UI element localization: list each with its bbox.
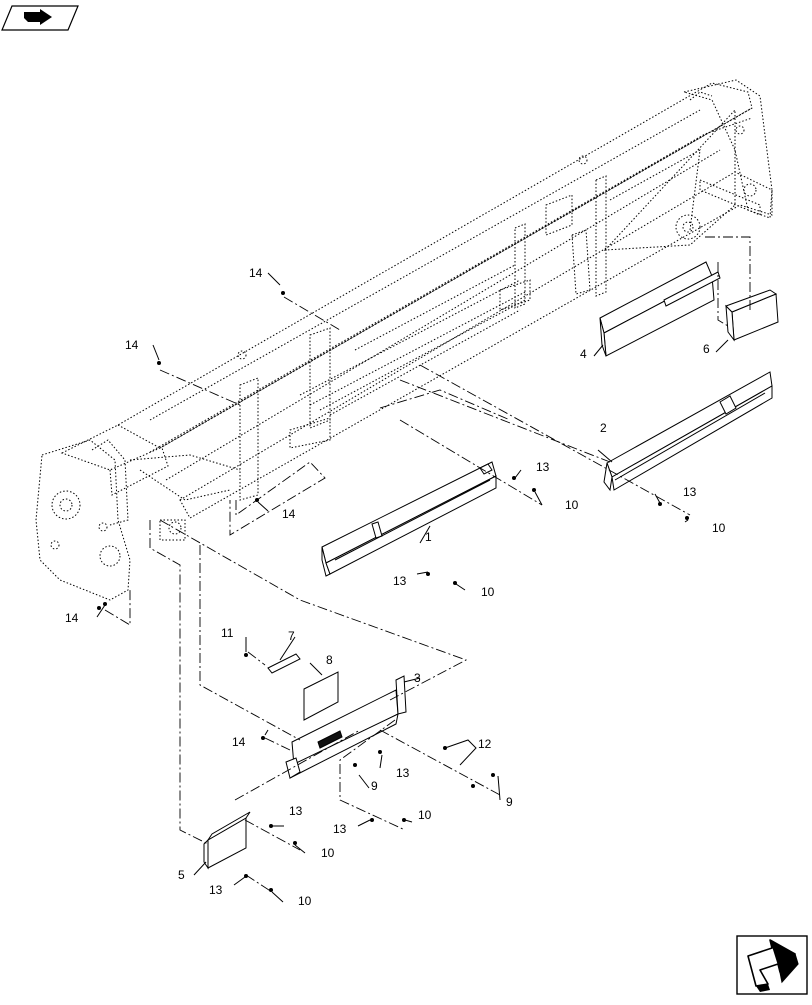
callout-14a: 14 bbox=[249, 266, 263, 280]
callout-3: 3 bbox=[414, 671, 421, 685]
callout-11: 11 bbox=[221, 626, 234, 640]
callout-13b: 13 bbox=[683, 485, 697, 499]
callout-13f: 13 bbox=[333, 822, 347, 836]
callout-10b: 10 bbox=[712, 521, 726, 535]
callout-10d: 10 bbox=[418, 808, 432, 822]
part-2-shield bbox=[603, 371, 773, 492]
header-frame bbox=[35, 79, 773, 601]
callout-14b: 14 bbox=[125, 338, 139, 352]
callout-14e: 14 bbox=[232, 735, 246, 749]
callout-5: 5 bbox=[178, 868, 185, 882]
part-3-shield bbox=[285, 675, 407, 779]
callout-4: 4 bbox=[580, 347, 587, 361]
callout-9a: 9 bbox=[371, 779, 378, 793]
callout-2: 2 bbox=[600, 421, 607, 435]
callout-10c: 10 bbox=[481, 585, 495, 599]
callout-14d: 14 bbox=[65, 611, 79, 625]
callout-1: 1 bbox=[425, 530, 432, 544]
hardware bbox=[97, 291, 689, 892]
callout-13c: 13 bbox=[393, 574, 407, 588]
part-7-strip bbox=[267, 653, 301, 674]
callout-10a: 10 bbox=[565, 498, 579, 512]
callout-12: 12 bbox=[478, 737, 492, 751]
alignment-lines bbox=[104, 236, 751, 893]
part-4-plate bbox=[599, 261, 721, 357]
next-page-arrow-icon[interactable] bbox=[736, 935, 808, 995]
callout-13d: 13 bbox=[396, 766, 410, 780]
callout-13g: 13 bbox=[209, 883, 223, 897]
callout-14c: 14 bbox=[282, 507, 296, 521]
callout-13e: 13 bbox=[289, 804, 303, 818]
callout-8: 8 bbox=[326, 653, 333, 667]
callout-labels: 1 2 3 4 5 6 7 8 9 9 10 10 10 10 10 10 11… bbox=[65, 266, 726, 908]
part-5-plate bbox=[203, 811, 251, 870]
forward-arrow-icon[interactable] bbox=[1, 5, 79, 31]
part-1-shield bbox=[321, 461, 497, 577]
part-8-pad bbox=[303, 671, 339, 721]
callout-7: 7 bbox=[288, 629, 295, 643]
callout-10e: 10 bbox=[321, 846, 335, 860]
callout-13a: 13 bbox=[536, 460, 550, 474]
callout-9b: 9 bbox=[506, 795, 513, 809]
callout-6: 6 bbox=[703, 342, 710, 356]
part-6-bracket bbox=[725, 289, 779, 342]
callout-10f: 10 bbox=[298, 894, 312, 908]
leader-lines bbox=[96, 272, 729, 903]
